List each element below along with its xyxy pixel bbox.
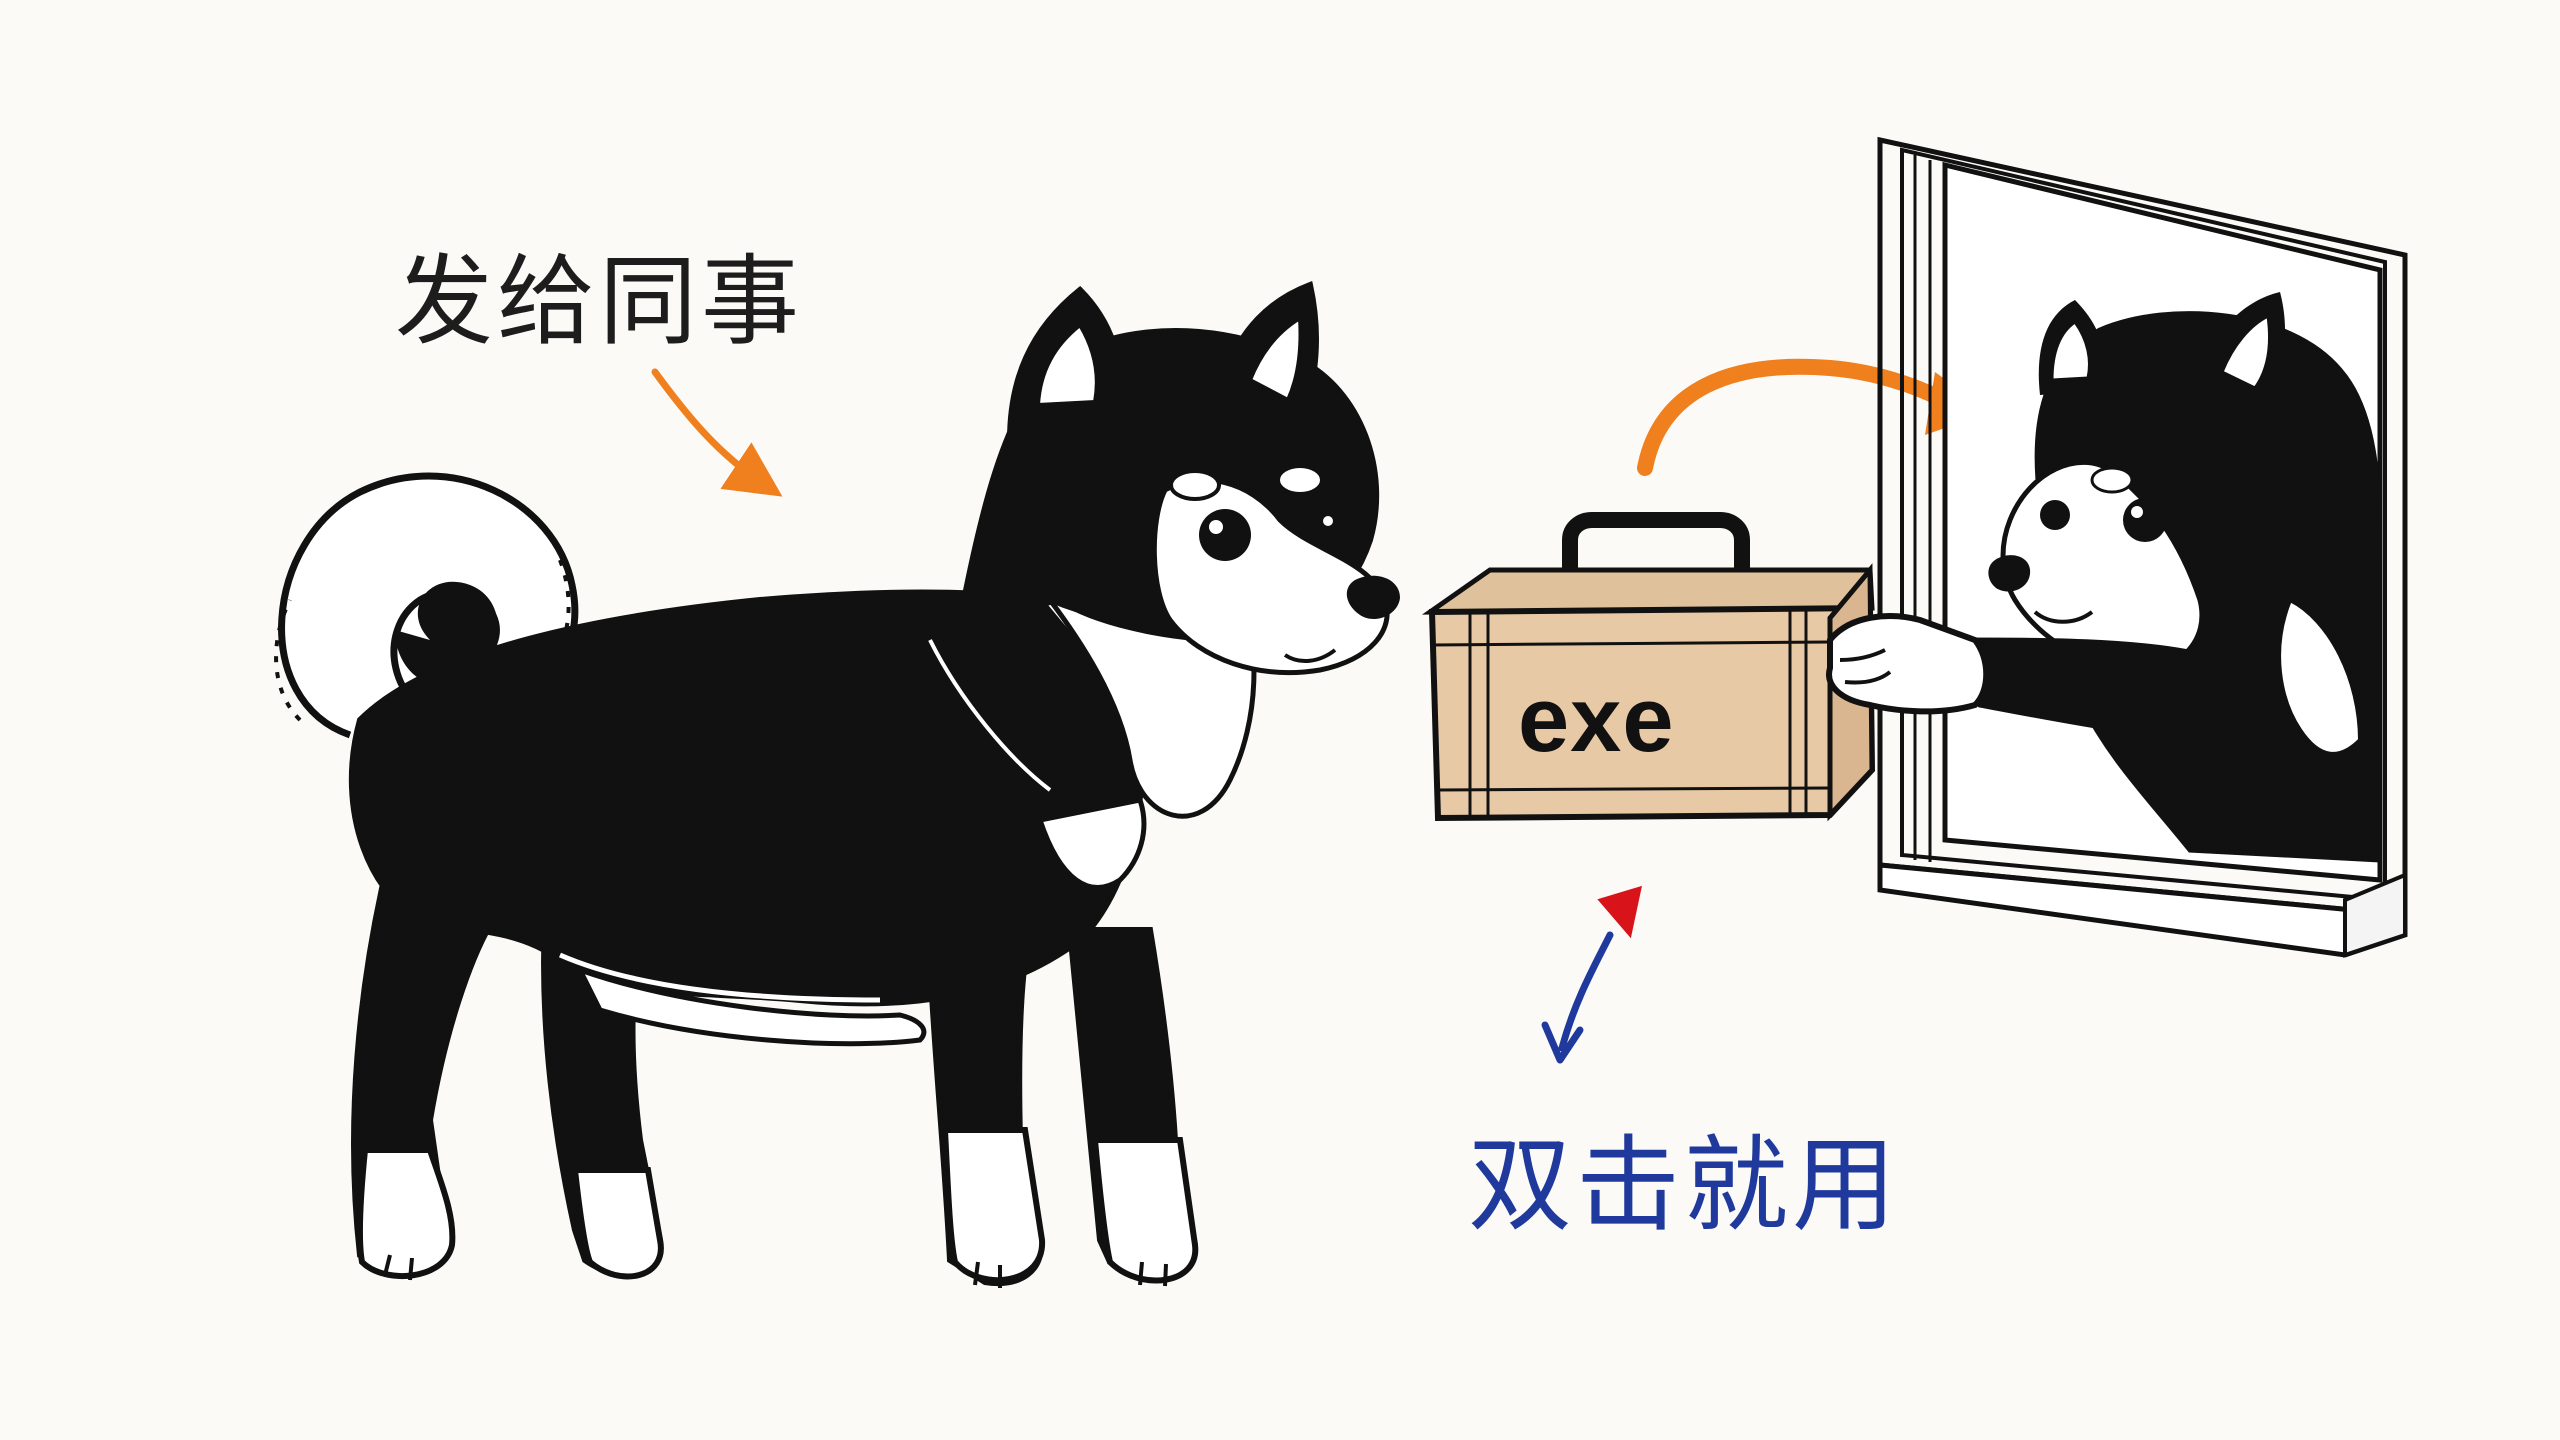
curved-arrow-icon <box>1637 358 1968 476</box>
send-arrow-icon <box>651 368 783 497</box>
double-arrow-icon <box>1541 885 1642 1064</box>
main-dog <box>348 280 1400 1288</box>
caption-double-click-to-use: 双击就用 <box>1468 1124 1901 1246</box>
colleague-dog <box>1826 292 2383 863</box>
briefcase-label: exe <box>1518 669 1675 771</box>
caption-send-to-colleague: 发给同事 <box>395 245 804 359</box>
